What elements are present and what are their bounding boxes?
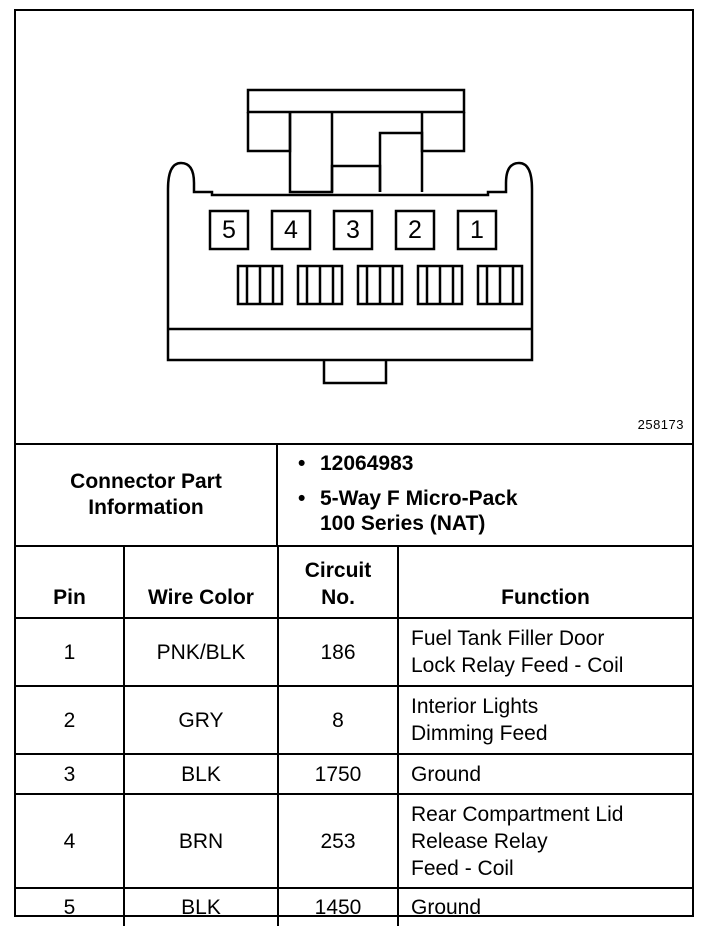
- header-circuit-line1: Circuit: [304, 559, 372, 582]
- circuit-cell: 186: [277, 617, 399, 687]
- connector-figure: 5 4 3 2 1 258173: [16, 11, 692, 443]
- pin-label-3: 3: [346, 216, 360, 244]
- header-function: Function: [397, 547, 692, 619]
- function-line: Fuel Tank Filler Door: [411, 627, 605, 650]
- part-description-line1: 5-Way F Micro-Pack: [320, 487, 518, 510]
- pin-cell: 5: [16, 887, 125, 926]
- pin-cell: 2: [16, 685, 125, 755]
- bullet-icon: •: [298, 487, 306, 510]
- circuit-cell: 253: [277, 793, 399, 889]
- pin-cell: 3: [16, 753, 125, 795]
- latch-left: [246, 112, 292, 153]
- figure-id: 258173: [637, 417, 684, 432]
- function-line: Release Relay: [411, 829, 548, 853]
- function-line: Ground: [411, 762, 482, 786]
- connector-sheet: 5 4 3 2 1 258173 Connector Part Informat…: [14, 9, 694, 926]
- latch-inner-left: [288, 112, 334, 194]
- pin-label-4: 4: [284, 216, 298, 244]
- wire-color-cell: BRN: [123, 793, 279, 889]
- function-line: Rear Compartment Lid: [411, 802, 624, 826]
- pin-label-5: 5: [222, 216, 236, 244]
- wire-color-cell: BLK: [123, 887, 279, 926]
- bottom-tab: [322, 360, 388, 385]
- circuit-cell: 8: [277, 685, 399, 755]
- connector-body: [166, 161, 534, 362]
- terminal-cavities: [236, 264, 524, 306]
- function-line: Interior Lights: [411, 695, 539, 718]
- part-description-line2: 100 Series (NAT): [320, 512, 486, 535]
- function-line: Dimming Feed: [411, 722, 548, 745]
- function-cell: Ground: [397, 753, 692, 795]
- part-info-label-line2: Information: [88, 496, 204, 519]
- table-header-row: Pin Wire Color Circuit No. Function: [16, 547, 692, 619]
- latch-right: [420, 112, 466, 153]
- pin-cell: 1: [16, 617, 125, 687]
- function-cell: Ground: [397, 887, 692, 926]
- header-pin: Pin: [16, 547, 125, 619]
- pin-cell: 4: [16, 793, 125, 889]
- connector-part-information: Connector Part Information • 12064983 • …: [16, 445, 692, 547]
- part-info-list: • 12064983 • 5-Way F Micro-Pack 100 Seri…: [278, 445, 692, 545]
- latch-center: [330, 164, 382, 192]
- circuit-cell: 1450: [277, 887, 399, 926]
- header-circuit-line2: No.: [321, 586, 355, 609]
- part-info-label-line1: Connector Part: [70, 470, 222, 493]
- figure-divider: [16, 443, 692, 445]
- wire-color-cell: BLK: [123, 753, 279, 795]
- wire-color-cell: PNK/BLK: [123, 617, 279, 687]
- function-line: Ground: [411, 896, 482, 919]
- latch-inner-right: [378, 131, 424, 192]
- latch-top: [246, 88, 466, 114]
- header-wire-color: Wire Color: [123, 547, 279, 619]
- part-number-item: • 12064983: [298, 451, 692, 476]
- function-line: Feed - Coil: [411, 856, 514, 880]
- part-description-item: • 5-Way F Micro-Pack 100 Series (NAT): [298, 486, 692, 536]
- part-number: 12064983: [320, 452, 414, 475]
- header-circuit: Circuit No.: [277, 547, 399, 619]
- wire-color-cell: GRY: [123, 685, 279, 755]
- connector-drawing: [166, 88, 534, 385]
- bullet-icon: •: [298, 452, 306, 475]
- part-info-label: Connector Part Information: [16, 445, 278, 545]
- pin-label-1: 1: [470, 216, 484, 244]
- function-line: Lock Relay Feed - Coil: [411, 654, 624, 677]
- circuit-cell: 1750: [277, 753, 399, 795]
- pin-label-2: 2: [408, 216, 422, 244]
